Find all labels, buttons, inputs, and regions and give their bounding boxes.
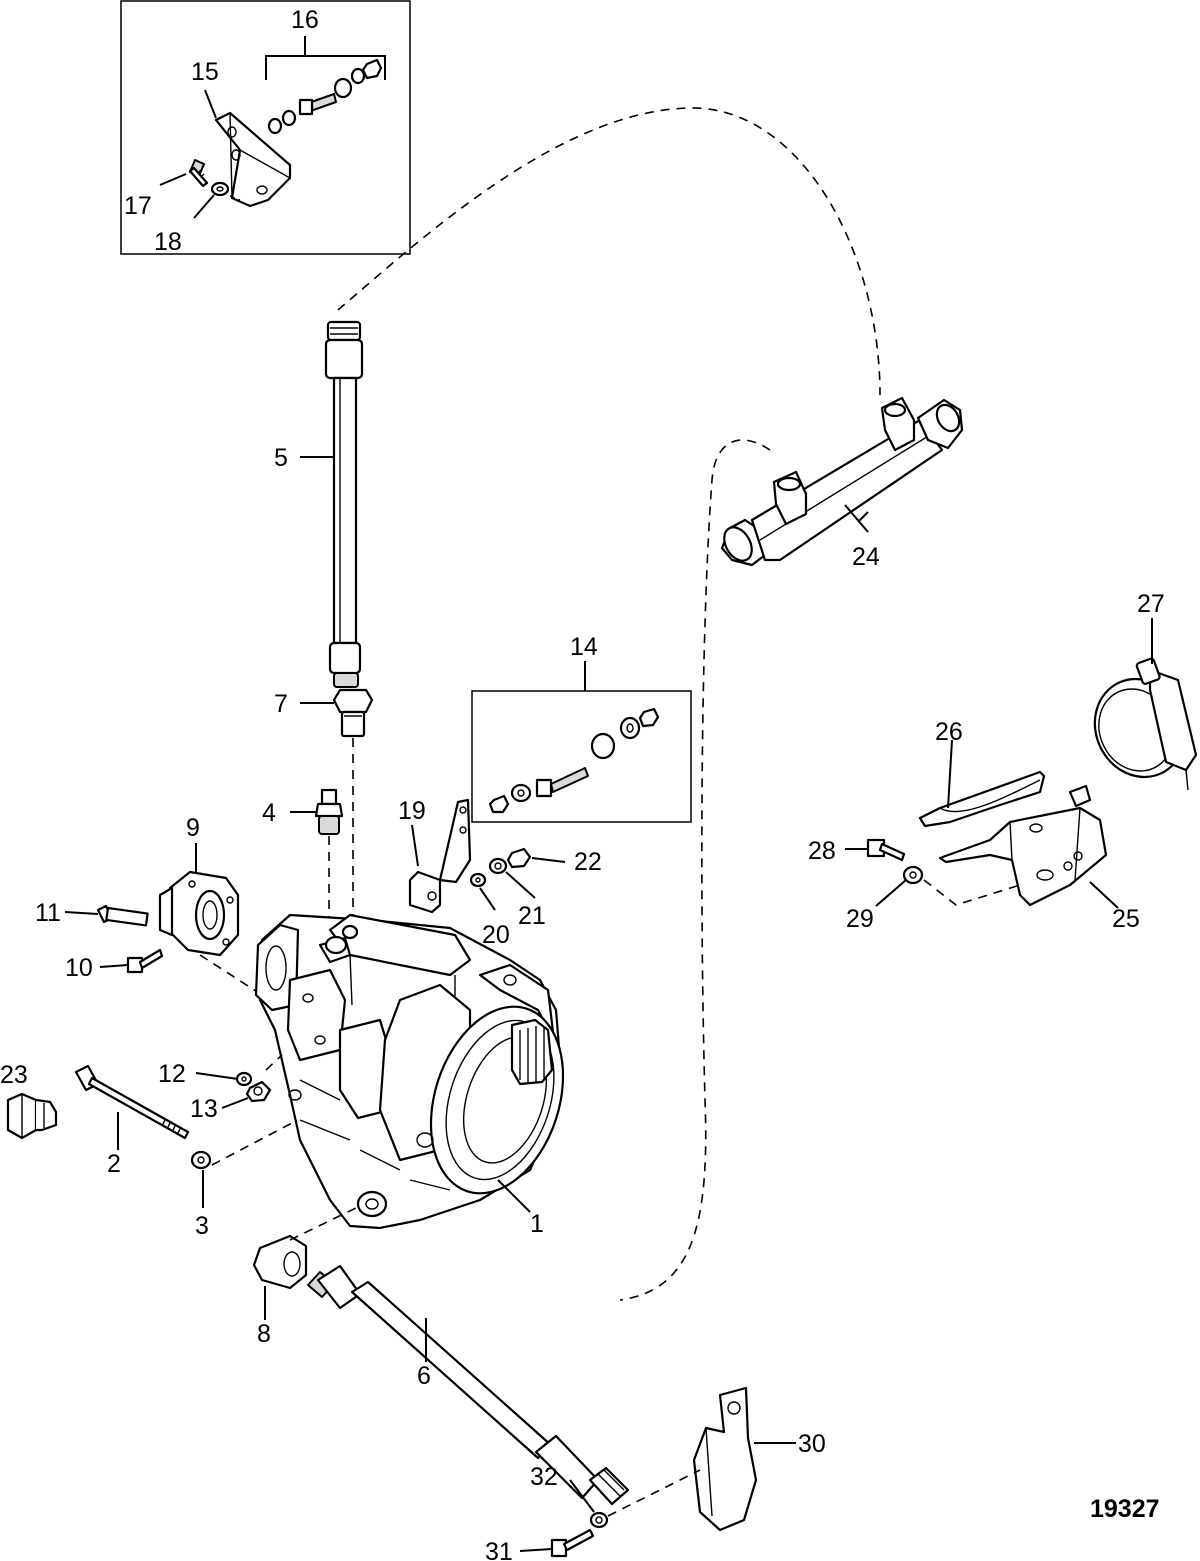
- fitting-4: [314, 788, 344, 835]
- clamp-27: [1093, 657, 1198, 791]
- washer-20: [469, 872, 487, 888]
- callout-2: 2: [107, 1150, 121, 1178]
- washer-18: [210, 181, 230, 197]
- fitting-23: [6, 1092, 58, 1140]
- nut-22: [506, 847, 532, 869]
- screw-31: [550, 1528, 595, 1558]
- hardware-kit-14: [488, 707, 660, 814]
- callout-10: 10: [65, 954, 93, 982]
- callout-31: 31: [485, 1538, 513, 1561]
- flange-9: [158, 870, 240, 957]
- callout-24: 24: [852, 543, 880, 571]
- liner-26: [918, 770, 1046, 828]
- callout-8: 8: [257, 1320, 271, 1348]
- bracket-15: [214, 111, 292, 208]
- washer-3: [190, 1150, 212, 1170]
- screw-10: [126, 948, 164, 974]
- callout-29: 29: [846, 905, 874, 933]
- callout-25: 25: [1112, 905, 1140, 933]
- washer-12: [235, 1071, 253, 1087]
- callout-26: 26: [935, 718, 963, 746]
- bolt-11: [96, 904, 149, 927]
- callout-23: 23: [0, 1061, 28, 1089]
- callout-15: 15: [191, 58, 219, 86]
- hose-6: [307, 1264, 630, 1506]
- bracket-25: [938, 784, 1108, 907]
- nut-13: [245, 1080, 272, 1103]
- washer-32: [589, 1511, 609, 1529]
- bracket-19: [408, 798, 472, 914]
- callout-labels: 1 2 3 4 5 6 7 8 9 10 11 12 13 14 15 16 1…: [0, 6, 1165, 1561]
- bolt-2: [74, 1064, 190, 1140]
- callout-11: 11: [35, 899, 61, 927]
- callout-1: 1: [530, 1210, 544, 1238]
- callout-13: 13: [190, 1095, 218, 1123]
- callout-32: 32: [530, 1463, 558, 1491]
- callout-22: 22: [574, 848, 602, 876]
- tube-24: [720, 396, 964, 567]
- washer-21: [488, 857, 508, 875]
- hardware-kit-16: [265, 55, 386, 135]
- hose-5: [324, 320, 364, 688]
- fitting-7: [332, 688, 374, 738]
- transmission-1: [254, 913, 565, 1230]
- callout-12: 12: [158, 1060, 186, 1088]
- screw-28: [866, 838, 906, 862]
- figure-number: 19327: [1090, 1495, 1160, 1523]
- callout-7: 7: [274, 690, 288, 718]
- callout-19: 19: [398, 797, 426, 825]
- elbow-8: [252, 1234, 308, 1290]
- callout-14: 14: [570, 633, 598, 661]
- callout-27: 27: [1137, 590, 1165, 618]
- leader-lines: [64, 36, 1153, 1552]
- callout-17: 17: [124, 192, 152, 220]
- callout-30: 30: [798, 1430, 826, 1458]
- screw-17: [188, 159, 209, 188]
- callout-5: 5: [274, 444, 288, 472]
- callout-21: 21: [518, 902, 546, 930]
- callout-6: 6: [417, 1362, 431, 1390]
- callout-3: 3: [195, 1212, 209, 1240]
- washer-29: [902, 865, 924, 885]
- callout-20: 20: [482, 921, 510, 949]
- callout-9: 9: [186, 814, 200, 842]
- inset-box-14: [471, 690, 692, 823]
- callout-28: 28: [808, 837, 836, 865]
- callout-4: 4: [262, 799, 276, 827]
- callout-18: 18: [154, 228, 182, 256]
- callout-16: 16: [291, 6, 319, 34]
- clamp-30: [692, 1386, 758, 1532]
- inset-box-15-18: [120, 0, 411, 255]
